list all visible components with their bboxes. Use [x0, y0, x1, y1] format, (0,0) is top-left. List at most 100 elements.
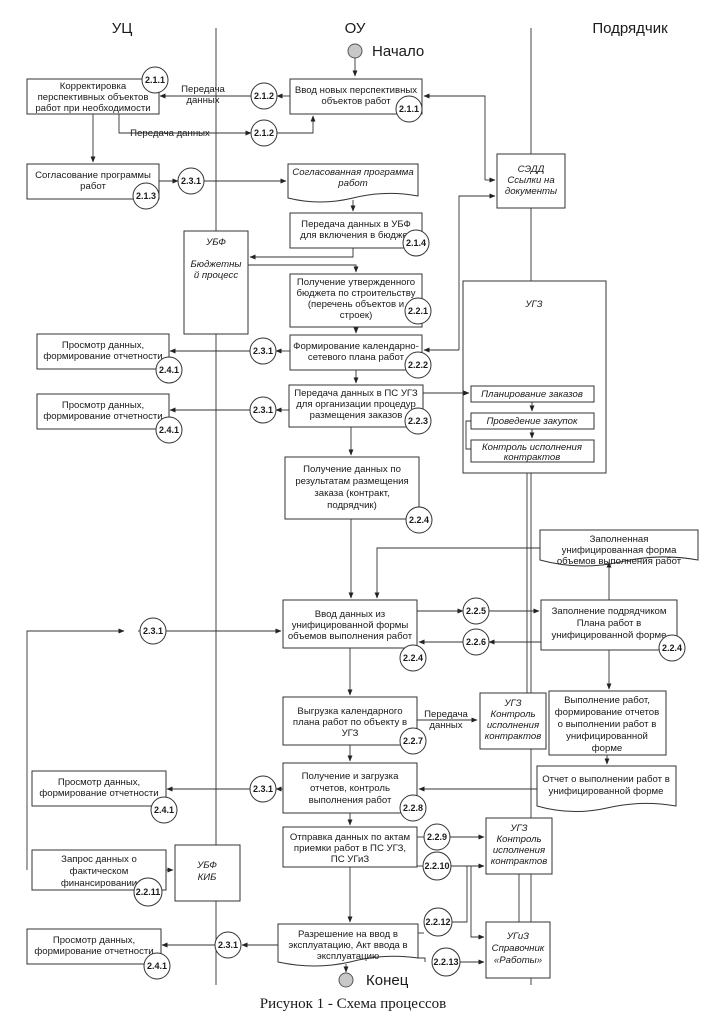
- badge-2-2-11: 2.2.11: [133, 877, 163, 907]
- lane-title-ou: ОУ: [345, 20, 366, 37]
- ugz-item-procurement[interactable]: Проведение закупок: [470, 412, 595, 430]
- badge-2-4-1-b: 2.4.1: [155, 416, 183, 444]
- svg-text:2.2.2: 2.2.2: [408, 360, 428, 370]
- svg-text:2.4.1: 2.4.1: [147, 961, 167, 971]
- badge-2-4-1-c: 2.4.1: [150, 796, 178, 824]
- connector-2-3-1-e: 2.3.1: [249, 775, 277, 803]
- svg-text:2.2.6: 2.2.6: [466, 637, 486, 647]
- badge-2-1-4: 2.1.4: [402, 229, 430, 257]
- svg-text:2.4.1: 2.4.1: [159, 425, 179, 435]
- badge-2-2-4-b: 2.2.4: [399, 644, 427, 672]
- connector-2-3-1-a: 2.3.1: [177, 167, 205, 195]
- end-terminal: [338, 972, 354, 988]
- node-view-report-2[interactable]: Просмотр данных,формирование отчетности: [36, 393, 170, 430]
- badge-2-2-4-a: 2.2.4: [405, 506, 433, 534]
- badge-2-1-3: 2.1.3: [132, 182, 160, 210]
- lane-title-uc: УЦ: [112, 20, 133, 37]
- ugz-item-planning[interactable]: Планирование заказов: [470, 385, 595, 403]
- svg-text:2.1.1: 2.1.1: [399, 104, 419, 114]
- badge-2-2-3: 2.2.3: [404, 407, 432, 435]
- badge-2-2-2: 2.2.2: [404, 351, 432, 379]
- badge-2-2-4-c: 2.2.4: [658, 634, 686, 662]
- svg-text:2.3.1: 2.3.1: [253, 405, 273, 415]
- svg-text:2.3.1: 2.3.1: [253, 346, 273, 356]
- svg-text:2.2.10: 2.2.10: [424, 861, 449, 871]
- svg-text:2.2.4: 2.2.4: [662, 643, 682, 653]
- connector-2-1-2-bottom: 2.1.2: [250, 119, 278, 147]
- svg-text:Формирование календарно-сетево: Формирование календарно-сетевого плана р…: [293, 341, 419, 363]
- end-label: Конец: [366, 972, 409, 989]
- node-form-plan[interactable]: Формирование календарно-сетевого плана р…: [289, 334, 423, 371]
- node-view-report-1[interactable]: Просмотр данных,формирование отчетности: [36, 333, 170, 370]
- start-label: Начало: [372, 43, 424, 60]
- node-view-report-3[interactable]: Просмотр данных,формирование отчетности: [31, 770, 167, 807]
- svg-text:2.2.9: 2.2.9: [427, 832, 447, 842]
- svg-text:Просмотр данных,формирование о: Просмотр данных,формирование отчетности: [43, 400, 162, 422]
- svg-text:2.1.1: 2.1.1: [145, 75, 165, 85]
- svg-text:2.2.12: 2.2.12: [425, 917, 450, 927]
- badge-2-1-1-uc: 2.1.1: [141, 66, 169, 94]
- lane-title-contractor: Подрядчик: [592, 20, 668, 37]
- svg-text:Планирование заказов: Планирование заказов: [481, 389, 583, 400]
- connector-2-3-1-c: 2.3.1: [249, 396, 277, 424]
- svg-text:Просмотр данных,формирование о: Просмотр данных,формирование отчетности: [34, 935, 153, 957]
- connector-2-2-13: 2.2.13: [431, 947, 461, 977]
- svg-text:2.4.1: 2.4.1: [159, 365, 179, 375]
- svg-text:2.2.13: 2.2.13: [433, 957, 458, 967]
- svg-text:Проведение закупок: Проведение закупок: [486, 416, 578, 427]
- node-view-report-4[interactable]: Просмотр данных,формирование отчетности: [26, 928, 162, 965]
- connector-2-1-2-top: 2.1.2: [250, 82, 278, 110]
- connector-2-3-1-f: 2.3.1: [214, 931, 242, 959]
- connector-2-2-9: 2.2.9: [423, 823, 451, 851]
- svg-text:Просмотр данных,формирование о: Просмотр данных,формирование отчетности: [39, 777, 158, 799]
- connector-2-2-10: 2.2.10: [422, 851, 452, 881]
- svg-text:2.2.4: 2.2.4: [409, 515, 429, 525]
- figure-caption: Рисунок 1 - Схема процессов: [260, 996, 446, 1012]
- badge-2-2-8: 2.2.8: [399, 794, 427, 822]
- svg-text:2.2.3: 2.2.3: [408, 416, 428, 426]
- svg-text:2.2.8: 2.2.8: [403, 803, 423, 813]
- svg-text:2.1.4: 2.1.4: [406, 238, 426, 248]
- connector-2-3-1-d: 2.3.1: [139, 617, 167, 645]
- badge-2-1-1-ou: 2.1.1: [395, 95, 423, 123]
